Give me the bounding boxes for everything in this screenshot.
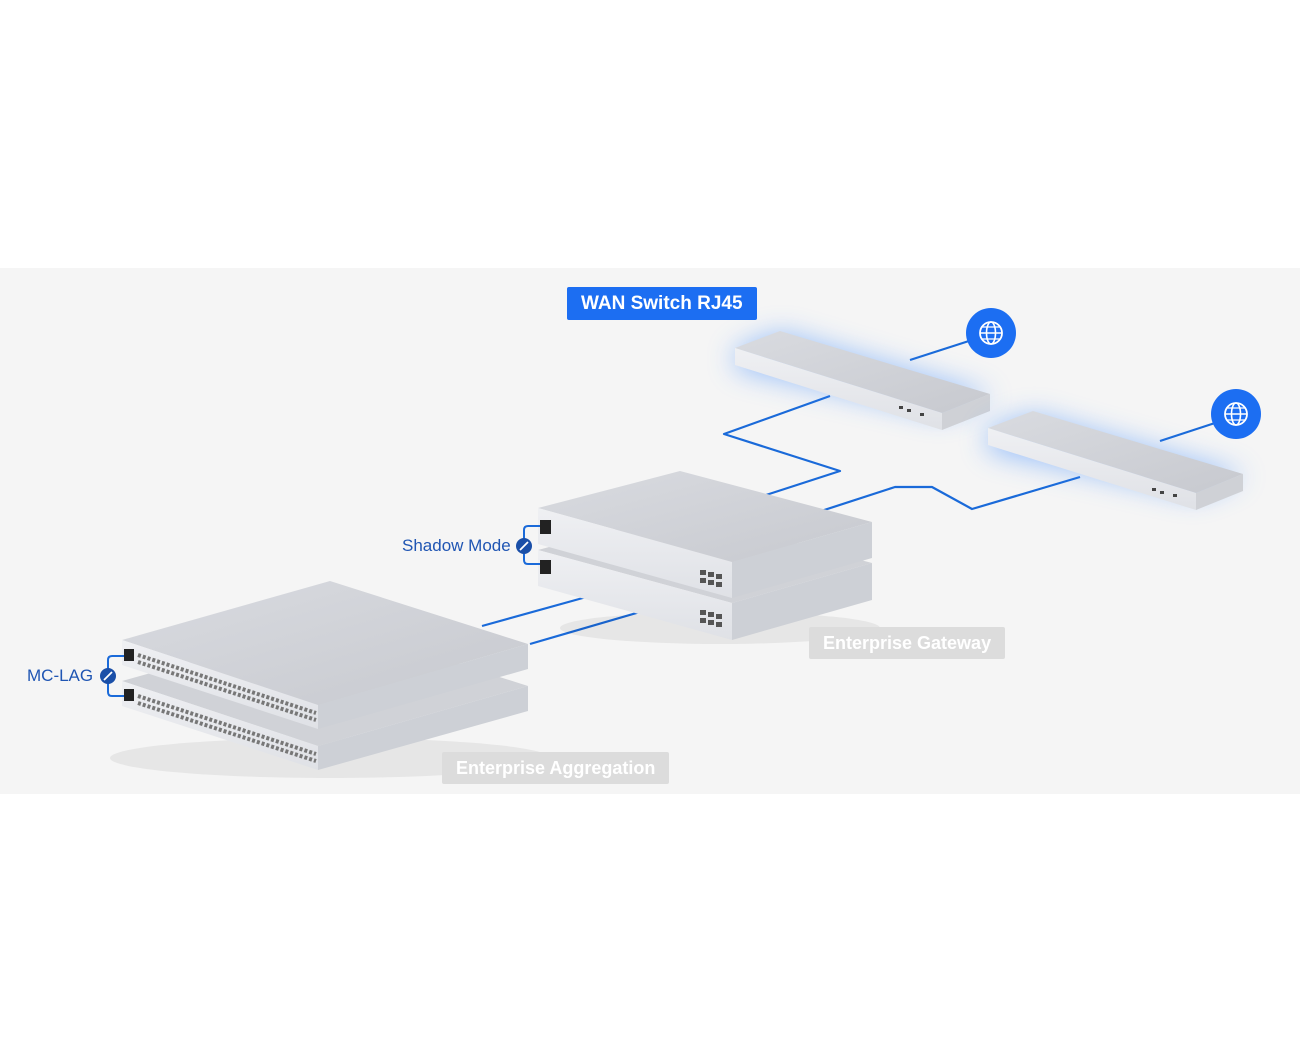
mc-lag-label: MC-LAG: [27, 666, 94, 685]
globe-icon: [1211, 389, 1261, 439]
wan2-to-gateway-line: [814, 475, 1081, 515]
enterprise-aggregation-upper: [122, 581, 528, 729]
link-icon: [100, 668, 116, 684]
globe-icon: [966, 308, 1016, 358]
network-diagram-panel: WAN Switch RJ45 Enterprise Gateway Enter…: [0, 268, 1300, 794]
wan1-to-gateway-line: [722, 394, 842, 497]
wan-switch-1: [735, 331, 992, 430]
shadow-mode-label: Shadow Mode: [402, 536, 511, 555]
gateway-to-aggregation-line-2: [529, 610, 641, 646]
wan-switch-2: [988, 411, 1245, 510]
enterprise-gateway-label: Enterprise Gateway: [809, 627, 1006, 659]
enterprise-gateway-upper: [538, 471, 872, 598]
gateway-to-aggregation-line-1: [481, 594, 591, 628]
network-diagram: [100, 308, 1261, 778]
wan-switch-label: WAN Switch RJ45: [567, 287, 757, 320]
enterprise-aggregation-label: Enterprise Aggregation: [442, 752, 670, 784]
wan2-to-internet-line: [1159, 420, 1219, 443]
wan1-to-internet-line: [909, 338, 973, 362]
connection-lines: [481, 338, 1219, 646]
link-icon: [516, 538, 532, 554]
